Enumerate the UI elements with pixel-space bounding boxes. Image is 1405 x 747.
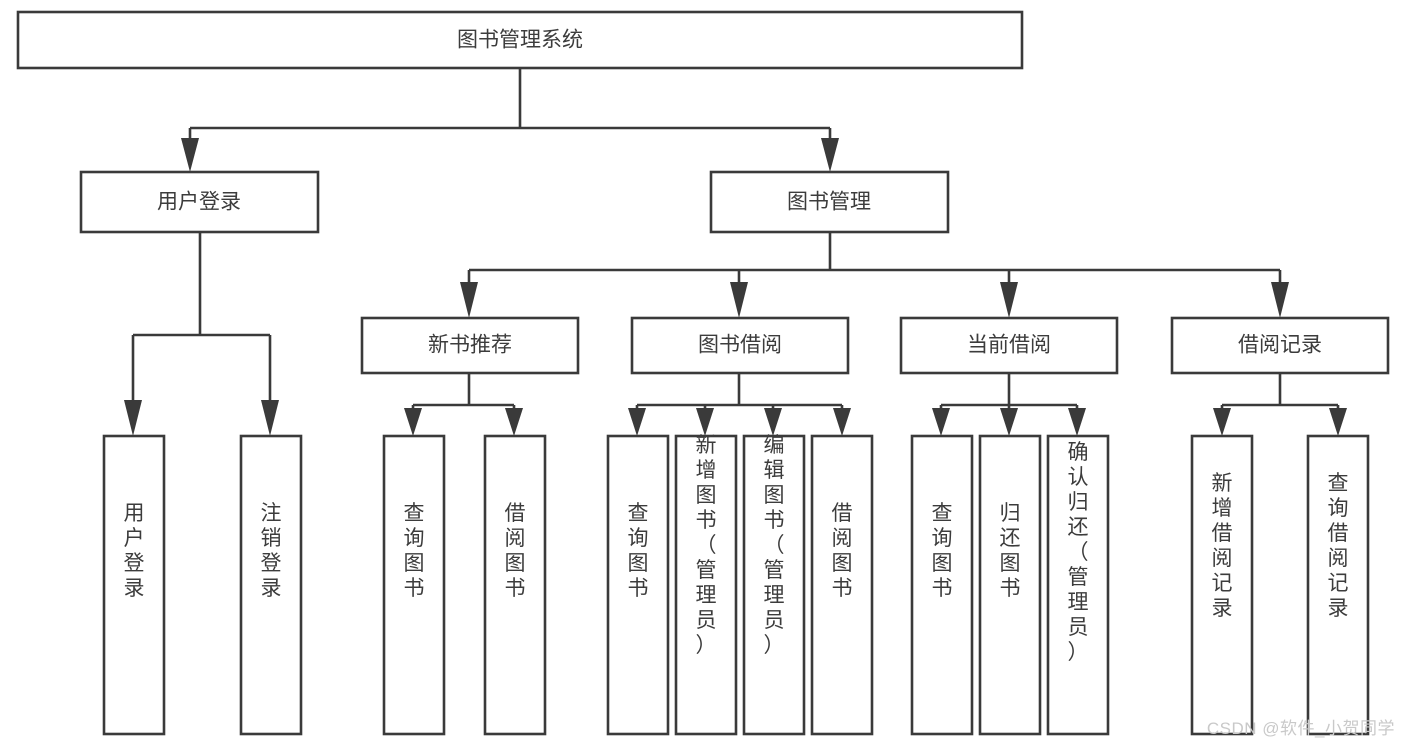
arrowhead-currentborrow-leaf-2 bbox=[1000, 408, 1018, 436]
node-borrow-record[interactable]: 借阅记录 bbox=[1170, 316, 1390, 375]
node-book-borrow[interactable]: 图书借阅 bbox=[630, 316, 850, 375]
node-box-user-login[interactable] bbox=[79, 170, 320, 234]
node-box-book-borrow[interactable] bbox=[630, 316, 850, 375]
leaf-node-user-login-logout[interactable]: 注销登录 bbox=[239, 434, 303, 736]
leaf-node-borrowrecord-add[interactable]: 新增借阅记录 bbox=[1190, 434, 1254, 736]
arrowhead-bookborrow-leaf-3 bbox=[764, 408, 782, 436]
leaf-label-newbook-borrow: 借阅图书 bbox=[505, 502, 526, 600]
arrowhead-new-book-recommend bbox=[460, 282, 478, 318]
node-book-management[interactable]: 图书管理 bbox=[709, 170, 950, 234]
leaf-label-borrowrecord-add: 新增借阅记录 bbox=[1212, 472, 1233, 620]
leaf-label-currentborrow-confirm: 确认归还（管理员） bbox=[1068, 441, 1089, 664]
leaf-box-newbook-query[interactable] bbox=[382, 434, 446, 736]
arrowhead-book-mgmt bbox=[821, 138, 839, 172]
leaf-label-newbook-query: 查询图书 bbox=[404, 502, 425, 600]
leaf-box-user-login-login[interactable] bbox=[102, 434, 166, 736]
leaf-node-borrowrecord-query[interactable]: 查询借阅记录 bbox=[1306, 434, 1370, 736]
node-new-book-recommend[interactable]: 新书推荐 bbox=[360, 316, 580, 375]
leaf-box-currentborrow-query[interactable] bbox=[910, 434, 974, 736]
leaf-box-bookborrow-add[interactable] bbox=[674, 434, 738, 736]
leaf-box-bookborrow-query[interactable] bbox=[606, 434, 670, 736]
node-box-book-management[interactable] bbox=[709, 170, 950, 234]
leaf-node-user-login-login[interactable]: 用户登录 bbox=[102, 434, 166, 736]
arrowhead-book-borrow bbox=[730, 282, 748, 318]
arrowhead-user-login bbox=[181, 138, 199, 172]
leaf-node-bookborrow-edit[interactable]: 编辑图书（管理员） bbox=[742, 434, 806, 736]
leaf-label-currentborrow-return: 归还图书 bbox=[1000, 502, 1021, 600]
leaf-box-newbook-borrow[interactable] bbox=[483, 434, 547, 736]
leaf-node-bookborrow-borrow[interactable]: 借阅图书 bbox=[810, 434, 874, 736]
leaf-box-currentborrow-return[interactable] bbox=[978, 434, 1042, 736]
leaf-node-currentborrow-query[interactable]: 查询图书 bbox=[910, 434, 974, 736]
arrowhead-bookborrow-leaf-4 bbox=[833, 408, 851, 436]
leaf-node-newbook-query[interactable]: 查询图书 bbox=[382, 434, 446, 736]
arrowhead-leaf-user-login bbox=[124, 400, 142, 436]
node-label-borrow-record: 借阅记录 bbox=[1238, 334, 1322, 357]
arrowhead-borrow-record bbox=[1271, 282, 1289, 318]
node-label-book-management: 图书管理 bbox=[787, 191, 871, 214]
node-label-current-borrow: 当前借阅 bbox=[967, 334, 1051, 357]
node-label-root: 图书管理系统 bbox=[457, 29, 583, 52]
leaf-label-currentborrow-query: 查询图书 bbox=[932, 502, 953, 600]
leaf-node-bookborrow-add[interactable]: 新增图书（管理员） bbox=[674, 434, 738, 736]
leaf-label-user-login-logout: 注销登录 bbox=[261, 502, 282, 600]
node-root-book-management-system[interactable]: 图书管理系统 bbox=[16, 10, 1024, 70]
leaf-box-user-login-logout[interactable] bbox=[239, 434, 303, 736]
arrowhead-bookborrow-leaf-2 bbox=[696, 408, 714, 436]
leaf-node-newbook-borrow[interactable]: 借阅图书 bbox=[483, 434, 547, 736]
leaf-box-currentborrow-confirm[interactable] bbox=[1046, 434, 1110, 736]
leaf-label-bookborrow-borrow: 借阅图书 bbox=[832, 502, 853, 600]
leaf-label-bookborrow-edit: 编辑图书（管理员） bbox=[764, 434, 785, 657]
leaf-label-bookborrow-query: 查询图书 bbox=[628, 502, 649, 600]
leaf-node-currentborrow-return[interactable]: 归还图书 bbox=[978, 434, 1042, 736]
arrowhead-currentborrow-leaf-3 bbox=[1068, 408, 1086, 436]
node-box-current-borrow[interactable] bbox=[899, 316, 1119, 375]
arrowhead-newbook-leaf-2 bbox=[505, 408, 523, 436]
node-label-user-login: 用户登录 bbox=[157, 191, 241, 214]
node-box-new-book-recommend[interactable] bbox=[360, 316, 580, 375]
leaf-label-borrowrecord-query: 查询借阅记录 bbox=[1328, 472, 1349, 620]
connector-layer bbox=[124, 68, 1347, 436]
leaf-node-currentborrow-confirm[interactable]: 确认归还（管理员） bbox=[1046, 434, 1110, 736]
leaf-box-bookborrow-borrow[interactable] bbox=[810, 434, 874, 736]
arrowhead-newbook-leaf-1 bbox=[404, 408, 422, 436]
node-current-borrow[interactable]: 当前借阅 bbox=[899, 316, 1119, 375]
arrowhead-bookborrow-leaf-1 bbox=[628, 408, 646, 436]
leaf-box-borrowrecord-add[interactable] bbox=[1190, 434, 1254, 736]
leaf-label-bookborrow-add: 新增图书（管理员） bbox=[696, 434, 717, 657]
node-box-root[interactable] bbox=[16, 10, 1024, 70]
node-user-login[interactable]: 用户登录 bbox=[79, 170, 320, 234]
arrowhead-leaf-logout bbox=[261, 400, 279, 436]
leaf-box-bookborrow-edit[interactable] bbox=[742, 434, 806, 736]
leaf-label-user-login-login: 用户登录 bbox=[124, 502, 145, 600]
leaf-box-borrowrecord-query[interactable] bbox=[1306, 434, 1370, 736]
node-label-book-borrow: 图书借阅 bbox=[698, 334, 782, 357]
arrowhead-currentborrow-leaf-1 bbox=[932, 408, 950, 436]
arrowhead-borrowrecord-leaf-2 bbox=[1329, 408, 1347, 436]
node-box-borrow-record[interactable] bbox=[1170, 316, 1390, 375]
arrowhead-current-borrow bbox=[1000, 282, 1018, 318]
leaf-node-bookborrow-query[interactable]: 查询图书 bbox=[606, 434, 670, 736]
node-label-new-book-recommend: 新书推荐 bbox=[428, 334, 512, 357]
arrowhead-borrowrecord-leaf-1 bbox=[1213, 408, 1231, 436]
